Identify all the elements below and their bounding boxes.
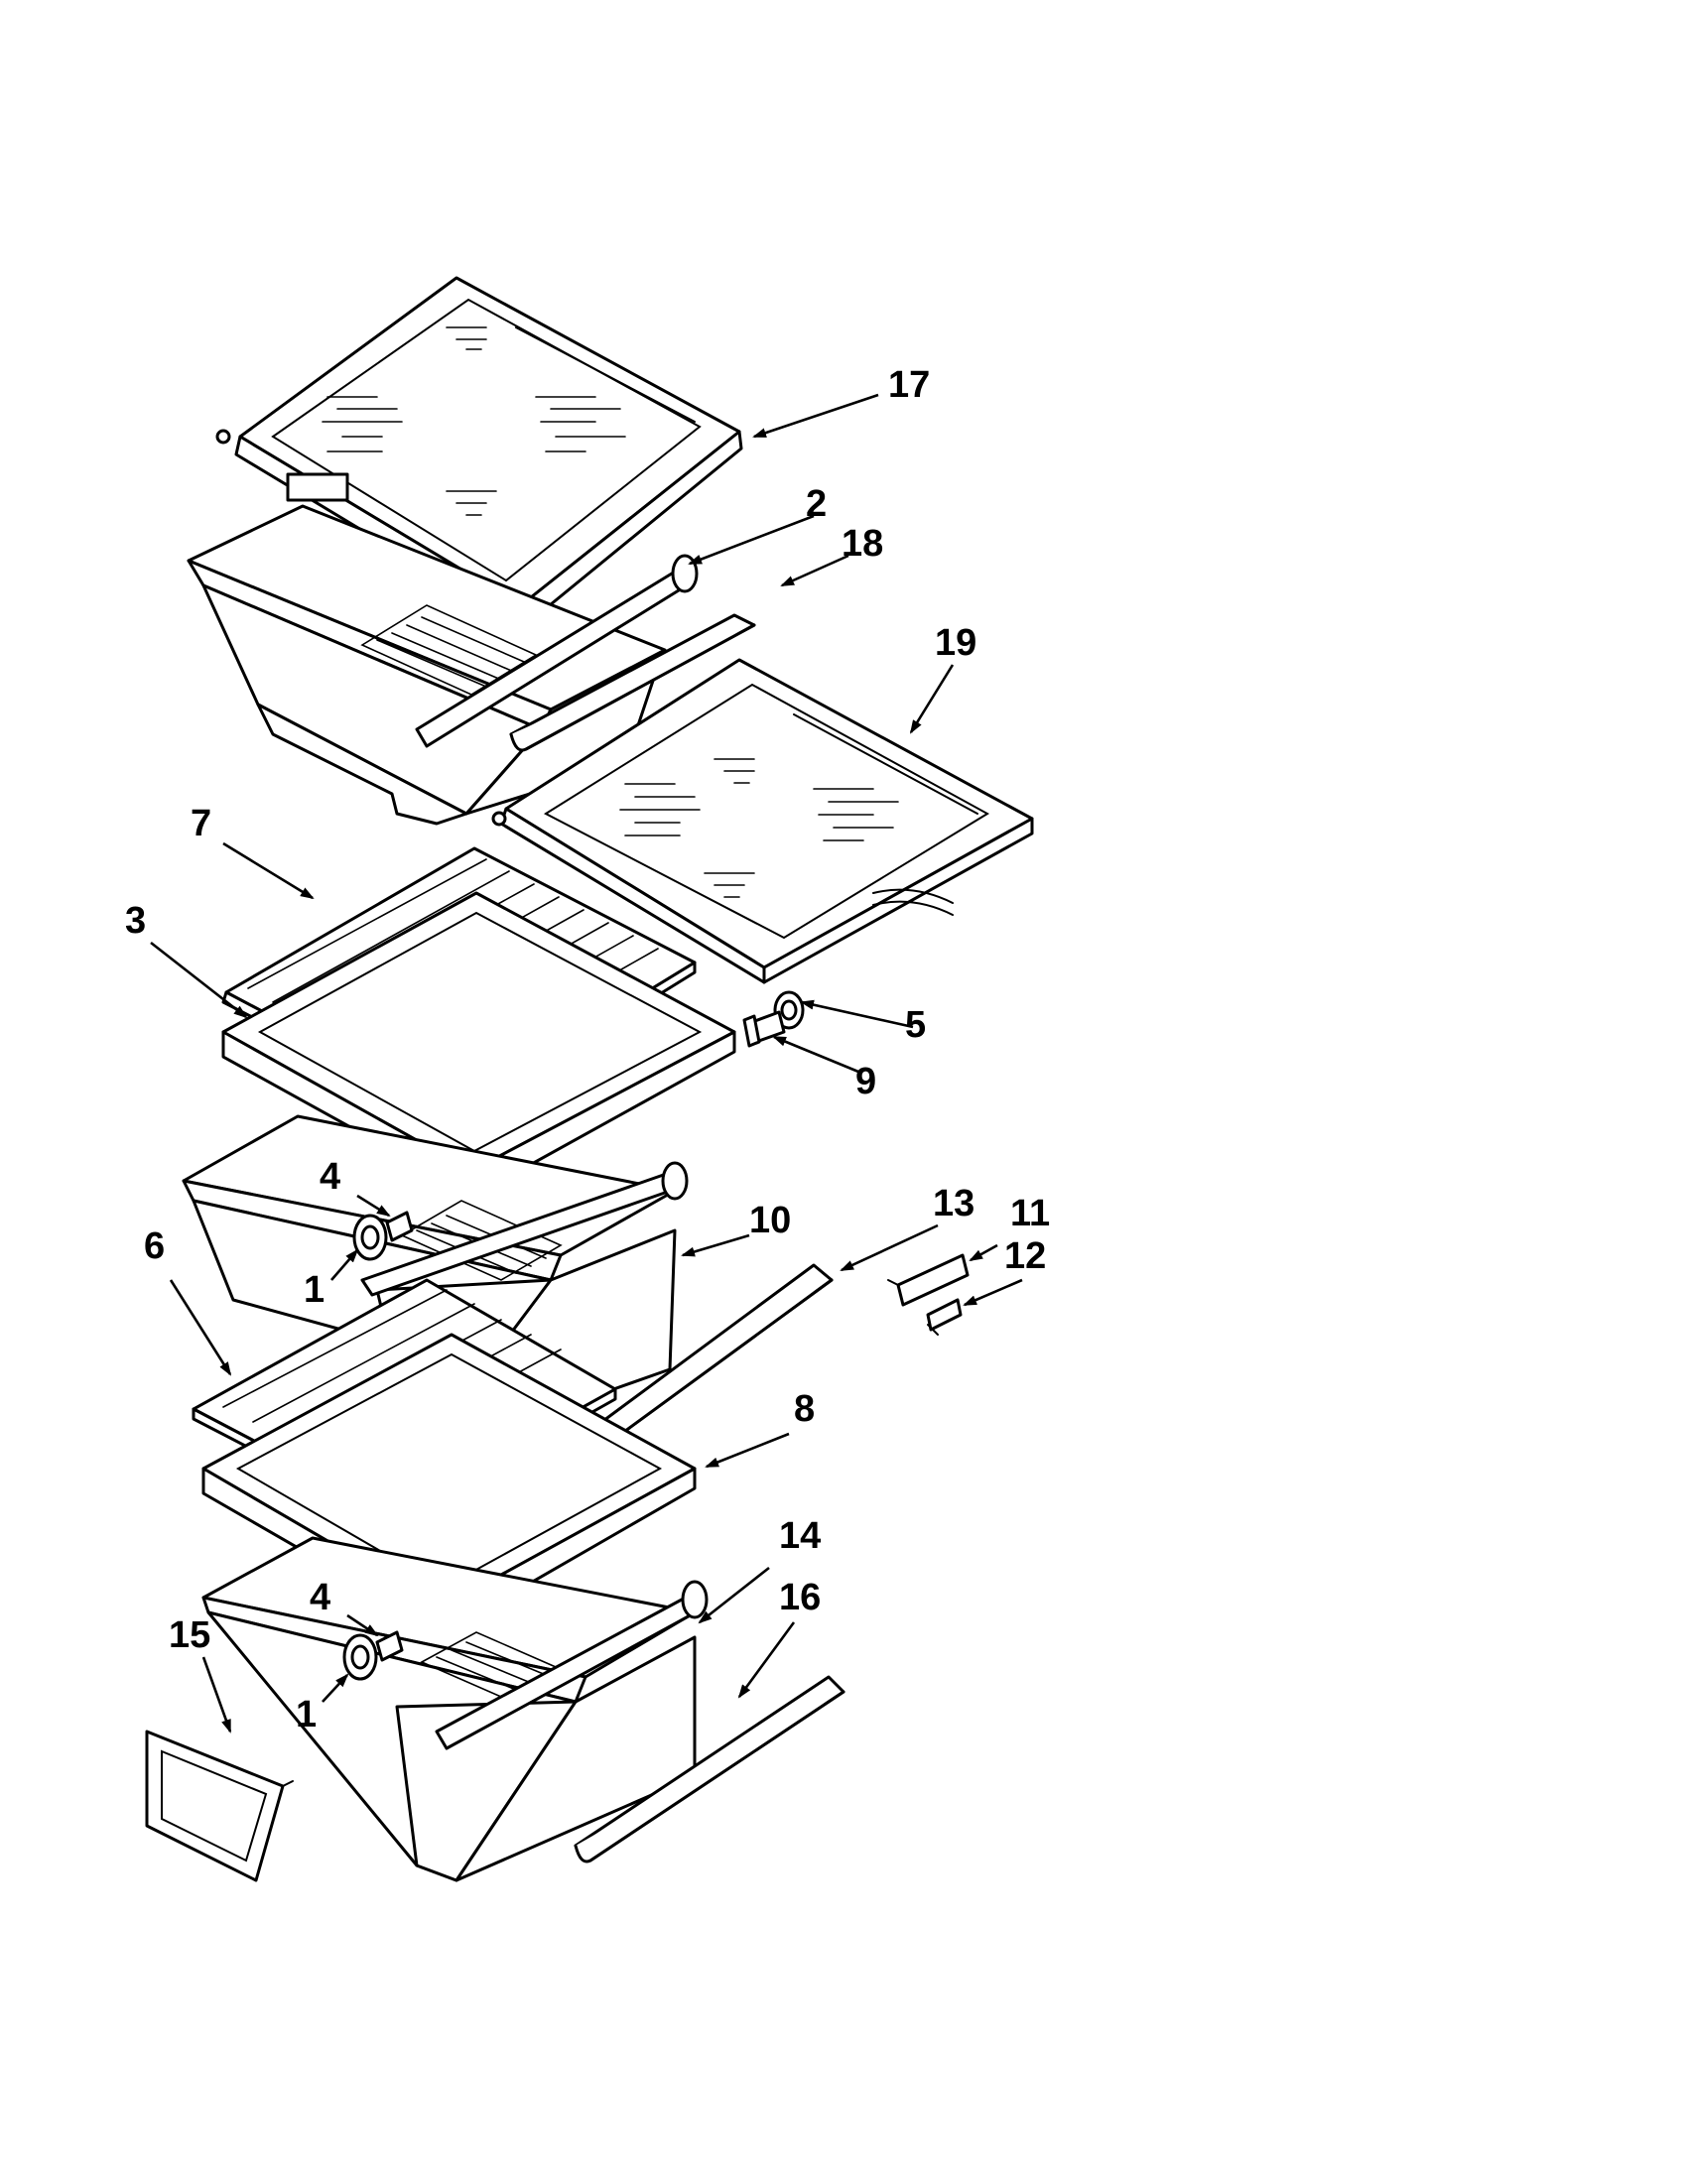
callout-6: 6 [144, 1225, 165, 1267]
callout-2: 2 [806, 483, 827, 525]
callout-10: 10 [749, 1200, 791, 1241]
upper-crisper-drawer [187, 504, 699, 826]
rail-18 [509, 613, 756, 752]
roller-1-lower [342, 1633, 378, 1681]
callout-19: 19 [935, 622, 976, 664]
middle-shelf-19 [491, 658, 1034, 984]
leader-12 [963, 1278, 1023, 1307]
callout-9: 9 [855, 1061, 876, 1102]
leader-17 [752, 393, 879, 439]
leader-6 [169, 1279, 232, 1376]
callout-13: 13 [933, 1183, 974, 1224]
leader-11 [969, 1243, 998, 1262]
lower-drawer-14 [201, 1536, 709, 1882]
leader-19 [909, 664, 955, 734]
callout-11: 11 [1010, 1193, 1050, 1234]
clip-11 [887, 1253, 970, 1307]
callout-12: 12 [1004, 1235, 1046, 1277]
callout-4-lower: 4 [310, 1577, 330, 1618]
leader-13 [840, 1223, 939, 1272]
leader-1-upper [330, 1248, 359, 1281]
wheel-4-lower [375, 1630, 404, 1662]
roller-1-upper [352, 1214, 388, 1261]
wheel-4-upper [385, 1211, 414, 1242]
label-holder-15 [145, 1730, 294, 1882]
leader-3 [150, 941, 248, 1019]
leader-4-upper [356, 1194, 391, 1218]
callout-3: 3 [125, 900, 146, 942]
callout-15: 15 [169, 1614, 210, 1656]
leader-8 [705, 1432, 790, 1469]
callout-18: 18 [842, 523, 883, 565]
leader-lines [150, 393, 1023, 1734]
callout-17: 17 [888, 364, 930, 406]
leader-9 [772, 1035, 859, 1074]
leader-4-lower [346, 1613, 379, 1637]
leader-1-lower [322, 1673, 349, 1703]
top-shelf-17 [215, 276, 743, 629]
rail-16 [574, 1675, 845, 1863]
callout-14: 14 [779, 1515, 821, 1557]
leader-15 [201, 1656, 232, 1734]
callout-1-upper: 1 [304, 1269, 325, 1311]
clip-12 [926, 1298, 963, 1336]
leader-18 [780, 554, 849, 587]
callout-4-upper: 4 [320, 1156, 340, 1198]
callout-1-lower: 1 [296, 1694, 317, 1735]
leader-14 [698, 1566, 770, 1624]
screw-9 [742, 1010, 786, 1048]
callout-5: 5 [905, 1004, 926, 1046]
callout-7: 7 [191, 803, 211, 844]
callout-16: 16 [779, 1577, 821, 1618]
glass-hatching-17 [322, 326, 626, 516]
leader-5 [800, 999, 914, 1029]
leader-10 [681, 1233, 750, 1257]
leader-7 [222, 841, 315, 900]
leader-16 [737, 1621, 796, 1699]
callout-labels: 17 2 18 19 7 3 5 9 4 10 13 11 12 6 1 8 1… [125, 364, 1050, 1735]
leader-2 [688, 514, 815, 566]
callout-8: 8 [794, 1388, 815, 1430]
